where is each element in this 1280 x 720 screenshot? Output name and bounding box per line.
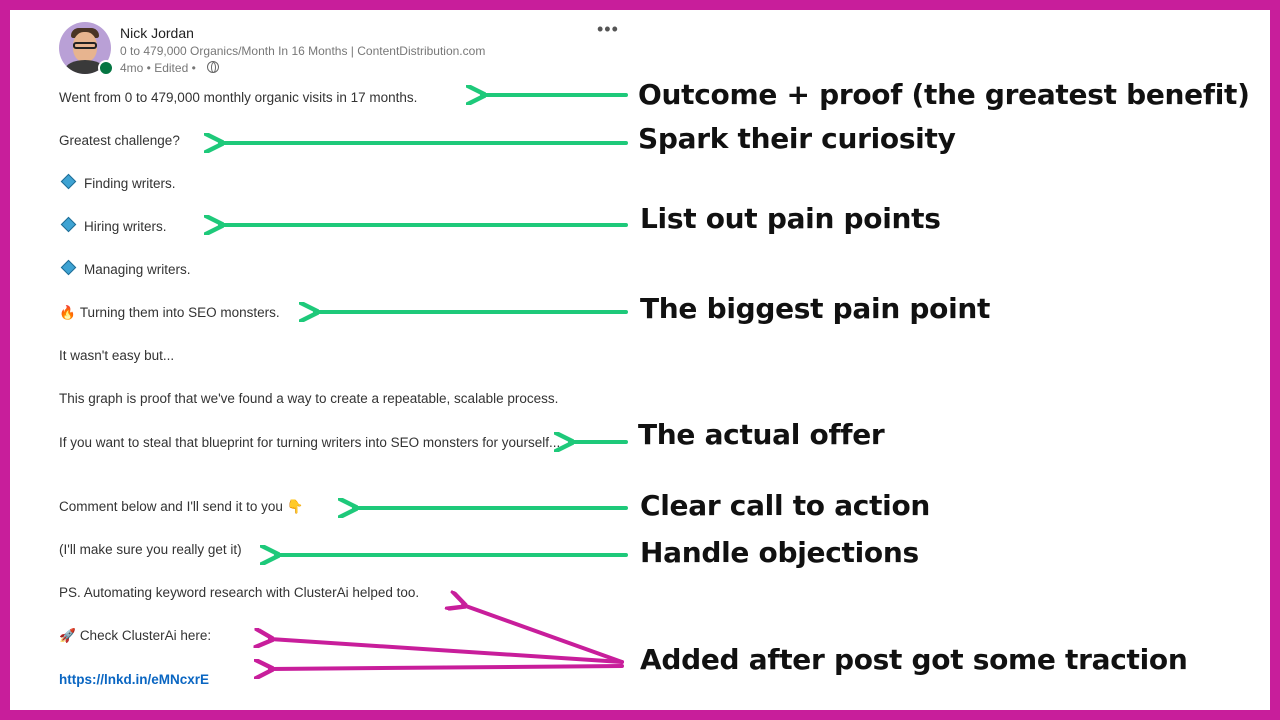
annotation-added: Added after post got some traction (640, 643, 1188, 676)
point-down-icon: 👇 (286, 499, 304, 514)
arrow-added-check (270, 639, 624, 664)
author-avatar[interactable] (59, 22, 111, 74)
annotation-outcome: Outcome + proof (the greatest benefit) (638, 78, 1250, 111)
post-line-graph-proof: This graph is proof that we've found a w… (59, 391, 559, 406)
annotation-pain-points: List out pain points (640, 202, 941, 235)
post-line-finding: Finding writers. (59, 173, 176, 191)
post-link[interactable]: https://lnkd.in/eMNcxrE (59, 672, 210, 687)
post-line-cta: Comment below and I'll send it to you 👇 (59, 499, 308, 515)
post-line-offer: If you want to steal that blueprint for … (59, 435, 561, 450)
post-line-turning: 🔥Turning them into SEO monsters. (59, 305, 280, 321)
annotation-cta: Clear call to action (640, 489, 931, 522)
author-name[interactable]: Nick Jordan (120, 25, 194, 41)
fire-icon: 🔥 (59, 305, 76, 320)
post-line-challenge: Greatest challenge? (59, 133, 180, 148)
post-line-text: Managing writers. (84, 262, 191, 277)
post-line-text: Hiring writers. (84, 219, 167, 234)
more-options-button[interactable]: ••• (597, 19, 619, 39)
globe-icon (207, 61, 219, 73)
arrow-added-link (270, 666, 624, 669)
arrow-added-ps (463, 605, 624, 664)
post-line-objection: (I'll make sure you really get it) (59, 542, 242, 557)
post-line-outcome: Went from 0 to 479,000 monthly organic v… (59, 90, 418, 105)
post-line-not-easy: It wasn't easy but... (59, 348, 175, 363)
post-line-hiring: Hiring writers. (59, 216, 167, 234)
post-line-ps: PS. Automating keyword research with Clu… (59, 585, 420, 600)
annotation-objections: Handle objections (640, 536, 919, 569)
post-line-text: Turning them into SEO monsters. (79, 305, 280, 320)
author-headline: 0 to 479,000 Organics/Month In 16 Months… (120, 44, 486, 58)
annotation-arrows (10, 10, 628, 710)
post-line-check: 🚀Check ClusterAi here: (59, 628, 211, 644)
post-line-text: Finding writers. (84, 176, 176, 191)
post-line-text: Comment below and I'll send it to you (59, 499, 283, 514)
linkedin-post-card: Nick Jordan 0 to 479,000 Organics/Month … (10, 10, 1270, 710)
online-status-icon (98, 60, 114, 76)
post-line-managing: Managing writers. (59, 259, 191, 277)
annotation-biggest-pain: The biggest pain point (640, 292, 991, 325)
post-timestamp: 4mo • Edited • (120, 61, 196, 75)
post-line-text: Check ClusterAi here: (79, 628, 212, 643)
rocket-icon: 🚀 (59, 628, 76, 643)
annotation-curiosity: Spark their curiosity (638, 122, 956, 155)
annotation-offer: The actual offer (638, 418, 885, 451)
